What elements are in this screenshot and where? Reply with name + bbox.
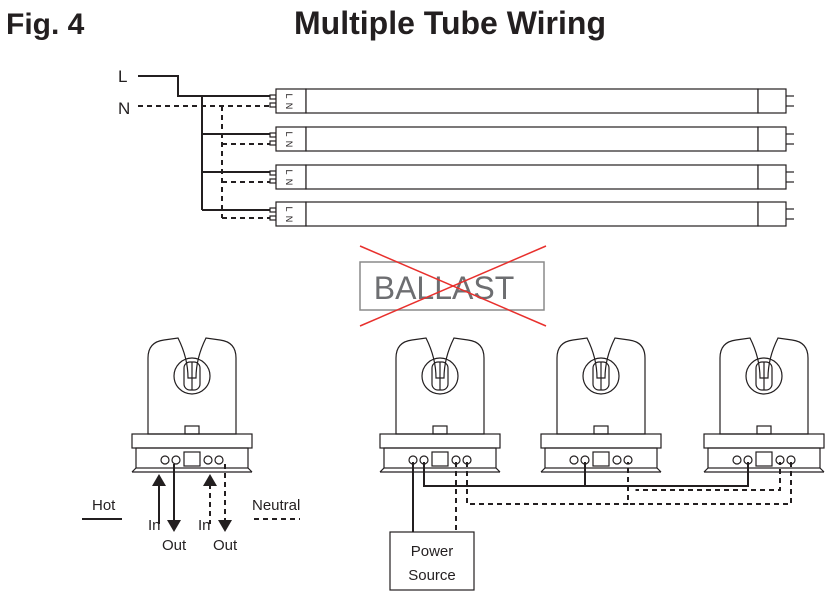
socket — [540, 337, 662, 473]
hot-label: Hot — [92, 497, 116, 514]
tube: L N — [269, 126, 795, 152]
line-label: L — [118, 67, 127, 86]
hot-daisy-chain — [412, 462, 749, 532]
line-wiring — [138, 75, 270, 211]
tube-pin-label-n: N — [284, 179, 294, 186]
neutral-daisy-chain — [455, 462, 792, 532]
socket — [131, 337, 253, 473]
neutral-label: Neutral — [252, 497, 300, 514]
tube-pin-label-n: N — [284, 141, 294, 148]
ballast-removed: BALLAST — [359, 245, 547, 327]
out-label-left: Out — [162, 537, 187, 554]
tube-pin-label-l: L — [284, 206, 294, 211]
out-label-right: Out — [213, 537, 238, 554]
power-source-line2: Source — [408, 567, 456, 584]
figure-label: Fig. 4 — [6, 8, 85, 41]
tube-pin-label-n: N — [284, 103, 294, 110]
tube-pin-label-l: L — [284, 131, 294, 136]
power-source-box — [389, 531, 475, 591]
tube: L N — [269, 201, 795, 227]
tube-pin-label-n: N — [284, 216, 294, 223]
neutral-wiring — [138, 105, 270, 219]
power-source-line1: Power — [411, 543, 454, 560]
in-label-right: In — [198, 517, 211, 534]
diagram-title: Multiple Tube Wiring — [294, 5, 606, 41]
neutral-label: N — [118, 99, 130, 118]
socket — [379, 337, 501, 473]
tube: L N — [269, 88, 795, 114]
in-label-left: In — [148, 517, 161, 534]
tube: L N — [269, 164, 795, 190]
in-out-arrows — [152, 464, 232, 532]
ballast-label: BALLAST — [374, 270, 515, 306]
socket — [703, 337, 825, 473]
tube-pin-label-l: L — [284, 93, 294, 98]
tube-pin-label-l: L — [284, 169, 294, 174]
